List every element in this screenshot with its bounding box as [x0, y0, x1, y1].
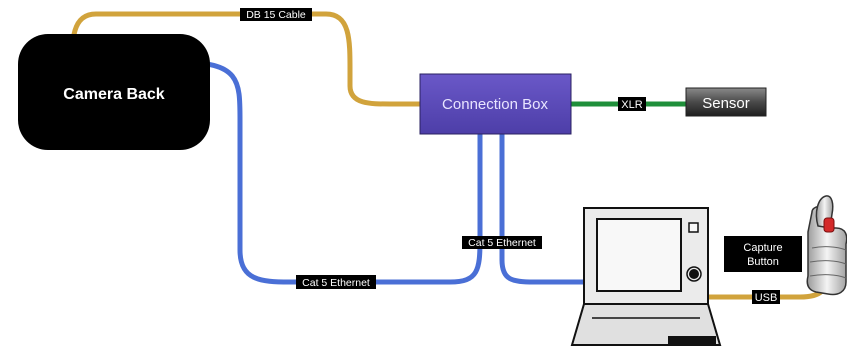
cat5-cable-laptop-label-text: Cat 5 Ethernet — [468, 237, 536, 249]
usb-cable-label-text: USB — [755, 292, 778, 304]
cat5-cable-camera — [175, 59, 483, 285]
xlr-cable-label: XLR — [618, 97, 646, 111]
capture-button-label: Capture Button — [724, 236, 802, 272]
db15-cable-label: DB 15 Cable — [240, 8, 312, 21]
capture-button-hand-icon — [806, 195, 847, 296]
camera-back: Camera Back — [18, 34, 210, 150]
sensor-label: Sensor — [702, 95, 750, 112]
db15-cable-label-text: DB 15 Cable — [246, 9, 306, 21]
cat5-cable-camera-label: Cat 5 Ethernet — [296, 275, 376, 289]
usb-cable-label: USB — [752, 290, 780, 304]
capture-button-label-line2: Button — [747, 256, 779, 268]
capture-button-label-line1: Capture — [743, 242, 782, 254]
cat5-cable-laptop-label: Cat 5 Ethernet — [462, 236, 542, 249]
db15-cable — [69, 11, 423, 107]
xlr-cable-label-text: XLR — [621, 99, 642, 111]
connection-box: Connection Box — [419, 73, 572, 135]
laptop-icon — [570, 207, 722, 346]
connection-box-label: Connection Box — [442, 96, 548, 113]
cat5-cable-laptop — [499, 119, 593, 285]
camera-back-label: Camera Back — [63, 86, 165, 103]
sensor: Sensor — [685, 87, 767, 117]
cat5-cable-camera-label-text: Cat 5 Ethernet — [302, 277, 370, 289]
